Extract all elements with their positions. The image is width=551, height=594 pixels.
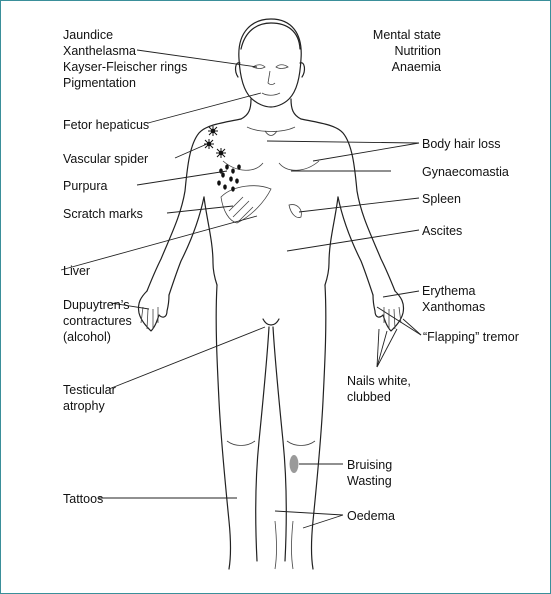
crotch [262,318,280,326]
label-anaemia: Anaemia [391,60,441,74]
clavicle-line [246,126,296,132]
left-inner-arm [168,196,205,296]
label-dupuytrens-contractures: Dupuytren’s contractures (alcohol) [63,298,132,344]
label-fetor-hepaticus: Fetor hepaticus [63,118,150,132]
purpura-dot [231,186,235,192]
leader-spider [174,143,208,159]
neck-left [240,98,252,120]
purpura-dots [217,164,241,192]
purpura-dot [219,168,223,174]
inner-leg-right [272,326,287,562]
label-flapping-tremor: “Flapping” tremor [423,330,519,344]
label-gynaecomastia: Gynaecomastia [422,165,509,179]
leader-dupuytren [110,302,150,310]
right-eye [275,64,289,69]
spider-mark-3 [216,148,226,158]
leader-spleen [298,197,420,213]
left-fingers [140,306,159,330]
leader-flapping-1 [402,318,422,336]
right-inner-arm [337,196,374,296]
mouth [261,92,281,96]
left-knee [226,440,256,446]
purpura-dot [221,172,225,178]
purpura-dot [225,164,229,170]
vascular-spider-marks [204,126,226,158]
label-vascular-spider: Vascular spider [63,152,149,166]
right-ear [299,62,306,78]
nose [267,70,276,85]
leader-oedema-2 [302,514,344,529]
spleen-outline [288,204,302,218]
right-arm-outline [300,118,396,292]
spider-mark-2 [204,139,214,149]
purpura-dot [229,176,233,182]
leader-nails-2 [376,328,398,368]
liver-outline [220,185,272,224]
leader-testicular [108,326,266,390]
right-torso-side [324,196,339,286]
label-liver: Liver [63,264,91,278]
label-bruising: Bruising [347,458,393,472]
leader-liver [60,215,258,271]
leader-ascites [286,229,420,252]
bruise-patch [289,455,299,473]
right-fingers [383,306,402,330]
purpura-dot [217,180,221,186]
label-erythema: Erythema [422,284,476,298]
leader-nails-3 [376,328,380,368]
left-torso-side [203,196,218,286]
label-pigmentation: Pigmentation [63,76,136,90]
label-purpura: Purpura [63,179,108,193]
leader-purpura [136,170,228,186]
label-mental-state: Mental state [372,28,441,42]
leader-nails-1 [376,330,388,368]
scratch-marks [228,196,254,222]
inner-leg-left [255,326,270,562]
label-jaundice: Jaundice [63,28,114,42]
leader-xanthelasma [136,49,258,68]
leader-bodyhair-1 [266,140,420,144]
left-ear [234,62,241,78]
left-eye [252,64,266,69]
leader-flapping-2 [376,306,422,336]
purpura-dot [223,184,227,190]
label-xanthelasma: Xanthelasma [63,44,136,58]
label-nutrition: Nutrition [394,44,441,58]
right-pectoral [278,160,320,171]
label-ascites: Ascites [422,224,463,238]
right-hand [372,290,405,332]
label-nails-white-clubbed: Nails white, clubbed [347,374,411,404]
label-oedema: Oedema [347,509,395,523]
label-tattoos: Tattoos [63,492,104,506]
leader-oedema-1 [274,510,344,516]
label-xanthomas: Xanthomas [422,300,486,314]
purpura-dot [235,178,239,184]
leader-erythema [382,290,420,298]
right-knee [286,440,316,446]
leader-fetor [147,92,262,124]
leader-scratch [166,205,234,214]
label-scratch-marks: Scratch marks [63,207,143,221]
neck-right [290,98,302,120]
left-pectoral [222,160,264,171]
oedema-shading [274,520,294,570]
label-spleen: Spleen [422,192,461,206]
purpura-dot [237,164,241,170]
head-outline [238,18,302,108]
leader-bodyhair-2 [312,142,420,162]
label-body-hair-loss: Body hair loss [422,137,501,151]
left-hand [137,290,170,332]
purpura-dot [231,168,235,174]
label-kayser-fleischer: Kayser-Fleischer rings [63,60,188,74]
left-leg-outline [215,284,232,570]
sternum-notch [264,130,278,136]
label-testicular-atrophy: Testicular atrophy [63,383,116,413]
label-wasting: Wasting [347,474,392,488]
hair-outline [240,22,301,50]
left-arm-outline [146,118,242,292]
spider-mark-1 [208,126,218,136]
right-leg-outline [310,284,327,570]
